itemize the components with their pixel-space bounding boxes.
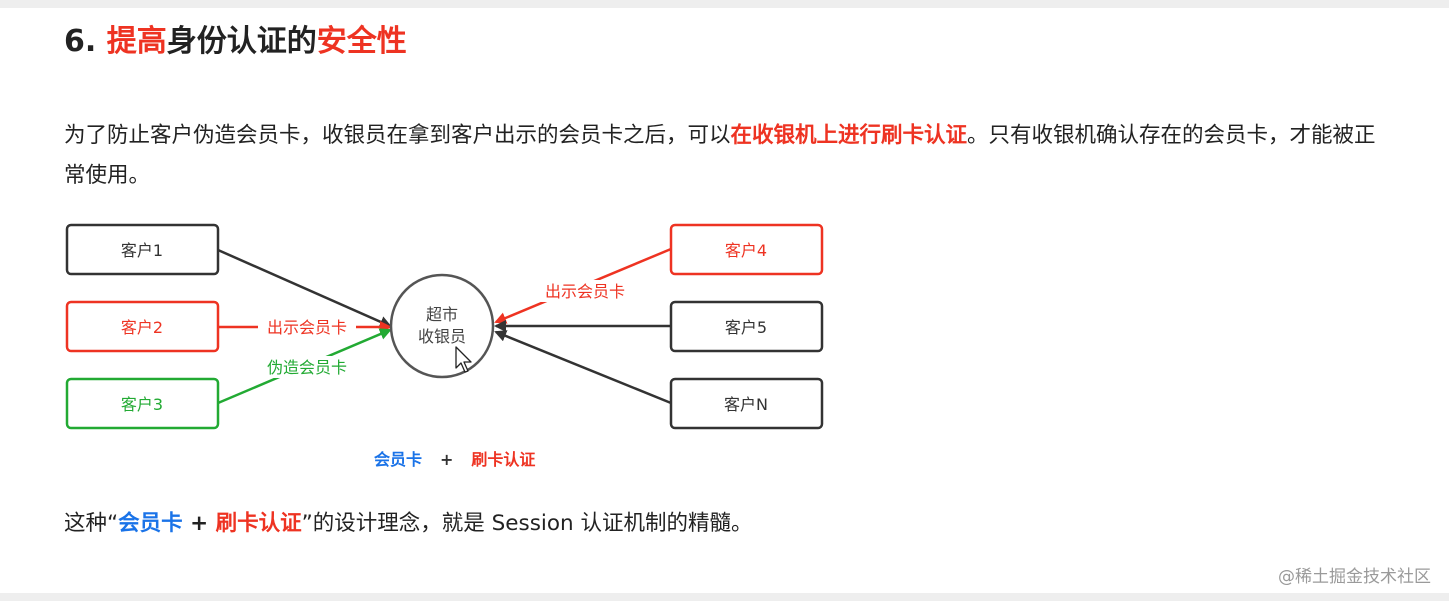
intro-highlight: 在收银机上进行刷卡认证 bbox=[730, 123, 968, 148]
node-client3 bbox=[65, 377, 220, 430]
conclusion-prefix: 这种“ bbox=[64, 511, 119, 536]
conclusion-membership-card: 会员卡 bbox=[118, 511, 183, 536]
intro-paragraph: 为了防止客户伪造会员卡，收银员在拿到客户出示的会员卡之后，可以在收银机上进行刷卡… bbox=[64, 116, 1394, 196]
intro-text-1: 为了防止客户伪造会员卡，收银员在拿到客户出示的会员卡之后，可以 bbox=[64, 123, 731, 148]
node-client4 bbox=[669, 223, 824, 276]
node-client1-label: 客户1 bbox=[121, 241, 163, 260]
node-client4-label: 客户4 bbox=[725, 241, 767, 260]
node-client2 bbox=[65, 300, 220, 353]
mouse-cursor-icon bbox=[455, 346, 472, 373]
intro-text-2: 。只有收银机确认存在的会员卡，才能被正常使用。 bbox=[64, 123, 1376, 188]
heading-part-red-2: 安全性 bbox=[316, 24, 407, 59]
frame-bottom-border bbox=[0, 593, 1449, 601]
conclusion-plus: + bbox=[182, 511, 216, 536]
section-heading: 6. 提高身份认证的安全性 bbox=[64, 22, 407, 62]
heading-number: 6. bbox=[64, 24, 107, 59]
node-clientN bbox=[669, 377, 824, 430]
node-client3-label: 客户3 bbox=[121, 395, 163, 414]
diagram-caption: 会员卡 + 刷卡认证 bbox=[374, 446, 535, 470]
heading-part-red-1: 提高 bbox=[106, 24, 167, 59]
edge-client1-to-cashier bbox=[217, 248, 392, 328]
watermark: @稀土掘金技术社区 bbox=[1278, 567, 1431, 587]
frame-top-border bbox=[0, 0, 1449, 8]
node-client1 bbox=[65, 223, 220, 276]
conclusion-suffix: ”的设计理念，就是 Session 认证机制的精髓。 bbox=[301, 511, 753, 536]
conclusion-swipe-auth: 刷卡认证 bbox=[215, 511, 302, 536]
caption-plus: + bbox=[440, 450, 454, 469]
conclusion-sentence: 这种“会员卡 + 刷卡认证”的设计理念，就是 Session 认证机制的精髓。 bbox=[64, 506, 753, 542]
node-clientN-label: 客户N bbox=[724, 395, 768, 414]
edge-label-show-card-left: 出示会员卡 bbox=[267, 318, 347, 337]
node-cashier-line2: 收银员 bbox=[418, 327, 466, 346]
node-cashier-line1: 超市 bbox=[426, 305, 458, 324]
caption-membership-card: 会员卡 bbox=[374, 450, 423, 469]
node-client5 bbox=[669, 300, 824, 353]
node-cashier bbox=[389, 273, 495, 379]
heading-part-dark: 身份认证的 bbox=[166, 24, 317, 59]
caption-swipe-auth: 刷卡认证 bbox=[471, 450, 536, 469]
edge-clientN-to-cashier bbox=[494, 330, 672, 405]
node-client5-label: 客户5 bbox=[725, 318, 767, 337]
edge-label-show-card-right: 出示会员卡 bbox=[545, 282, 625, 301]
edge-label-forged-card: 伪造会员卡 bbox=[267, 358, 347, 377]
node-client2-label: 客户2 bbox=[121, 318, 163, 337]
